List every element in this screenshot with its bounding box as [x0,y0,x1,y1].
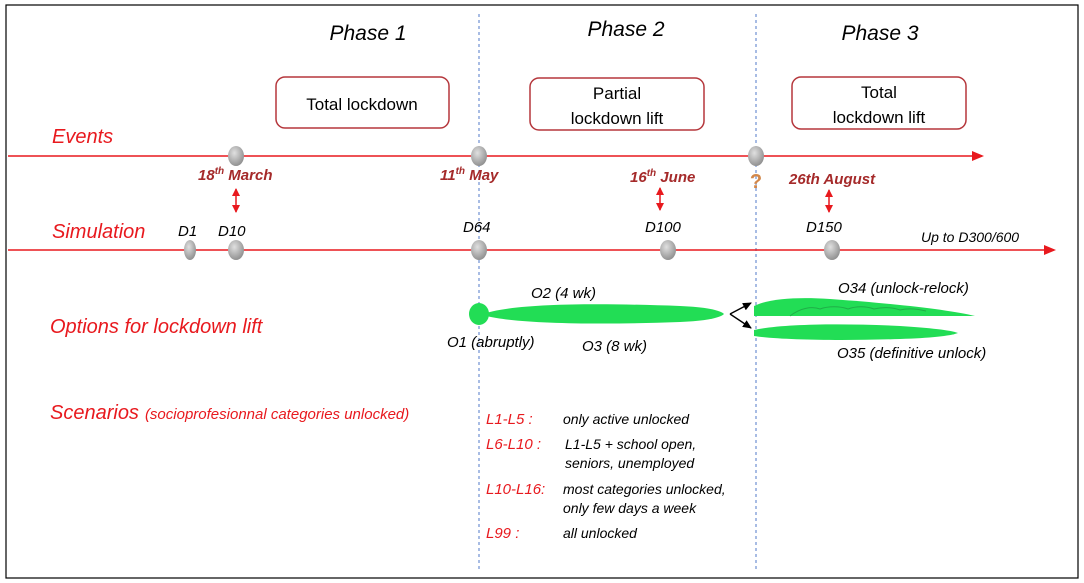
phase-2-box: Partial lockdown lift [529,77,705,131]
option-o1-label: O1 (abruptly) [447,334,535,351]
phase-2-title: Phase 2 [587,18,664,41]
phase-1-box: Total lockdown [275,76,450,129]
scenario-desc-3-line-2: only few days a week [563,500,697,516]
phase-2-box-line-1: Partial [593,84,641,103]
scenarios-row-label: Scenarios(socioprofesionnal categories u… [50,402,409,424]
branch-arrow-o34 [729,302,752,315]
phase-3-box-line-2: lockdown lift [833,108,926,127]
option-o2-label: O2 (4 wk) [531,285,596,302]
phase-3-box: Total lockdown lift [791,76,967,130]
sim-label-end: Up to D300/600 [921,229,1019,245]
event-date-june: 16th June [630,168,695,186]
option-o1-abrupt-shape [469,303,489,325]
sim-label-d150: D150 [806,219,843,236]
scenario-desc-2-line-2: seniors, unemployed [565,455,695,471]
event-node-march [228,146,244,166]
option-o34-unlock-relock-shape [754,298,975,317]
scenario-desc-3-line-1: most categories unlocked, [563,481,726,497]
branch-arrow-o35 [729,313,752,329]
phase-2-box-line-2: lockdown lift [571,109,664,128]
option-o35-label: O35 (definitive unlock) [837,345,986,362]
scenario-desc-2-line-1: L1-L5 + school open, [565,436,696,452]
sim-label-d10: D10 [218,223,246,240]
sim-node-d64 [471,240,487,260]
scenario-code-1: L1-L5 : [486,411,533,428]
sim-node-d100 [660,240,676,260]
phase-3-box-line-1: Total [861,83,897,102]
scenario-code-4: L99 : [486,525,519,542]
option-o2-o3-lift-shape [486,304,724,324]
phase-1-box-line-1: Total lockdown [306,95,418,114]
event-date-august: 26th August [788,171,876,188]
scenario-code-3: L10-L16: [486,481,545,498]
option-o34-label: O34 (unlock-relock) [838,280,969,297]
phase-1-title: Phase 1 [329,22,406,45]
sim-node-d1 [184,240,196,260]
scenario-desc-4-line-1: all unlocked [563,525,638,541]
event-date-may: 11th May [440,166,499,184]
event-node-unknown [748,146,764,166]
event-unknown-question-mark: ? [750,171,762,193]
events-row-label: Events [52,126,113,148]
sim-label-d100: D100 [645,219,682,236]
scenario-desc-1-line-1: only active unlocked [563,411,690,427]
options-row-label: Options for lockdown lift [50,316,264,338]
phase-3-title: Phase 3 [841,22,918,45]
scenario-code-2: L6-L10 : [486,436,541,453]
sim-node-d150 [824,240,840,260]
sim-label-d1: D1 [178,223,197,240]
event-date-march: 18th March [198,166,273,184]
option-o35-definitive-unlock-shape [754,324,958,340]
simulation-row-label: Simulation [52,221,145,243]
sim-node-d10 [228,240,244,260]
event-node-may [471,146,487,166]
sim-label-d64: D64 [463,219,491,236]
option-o3-label: O3 (8 wk) [582,338,647,355]
